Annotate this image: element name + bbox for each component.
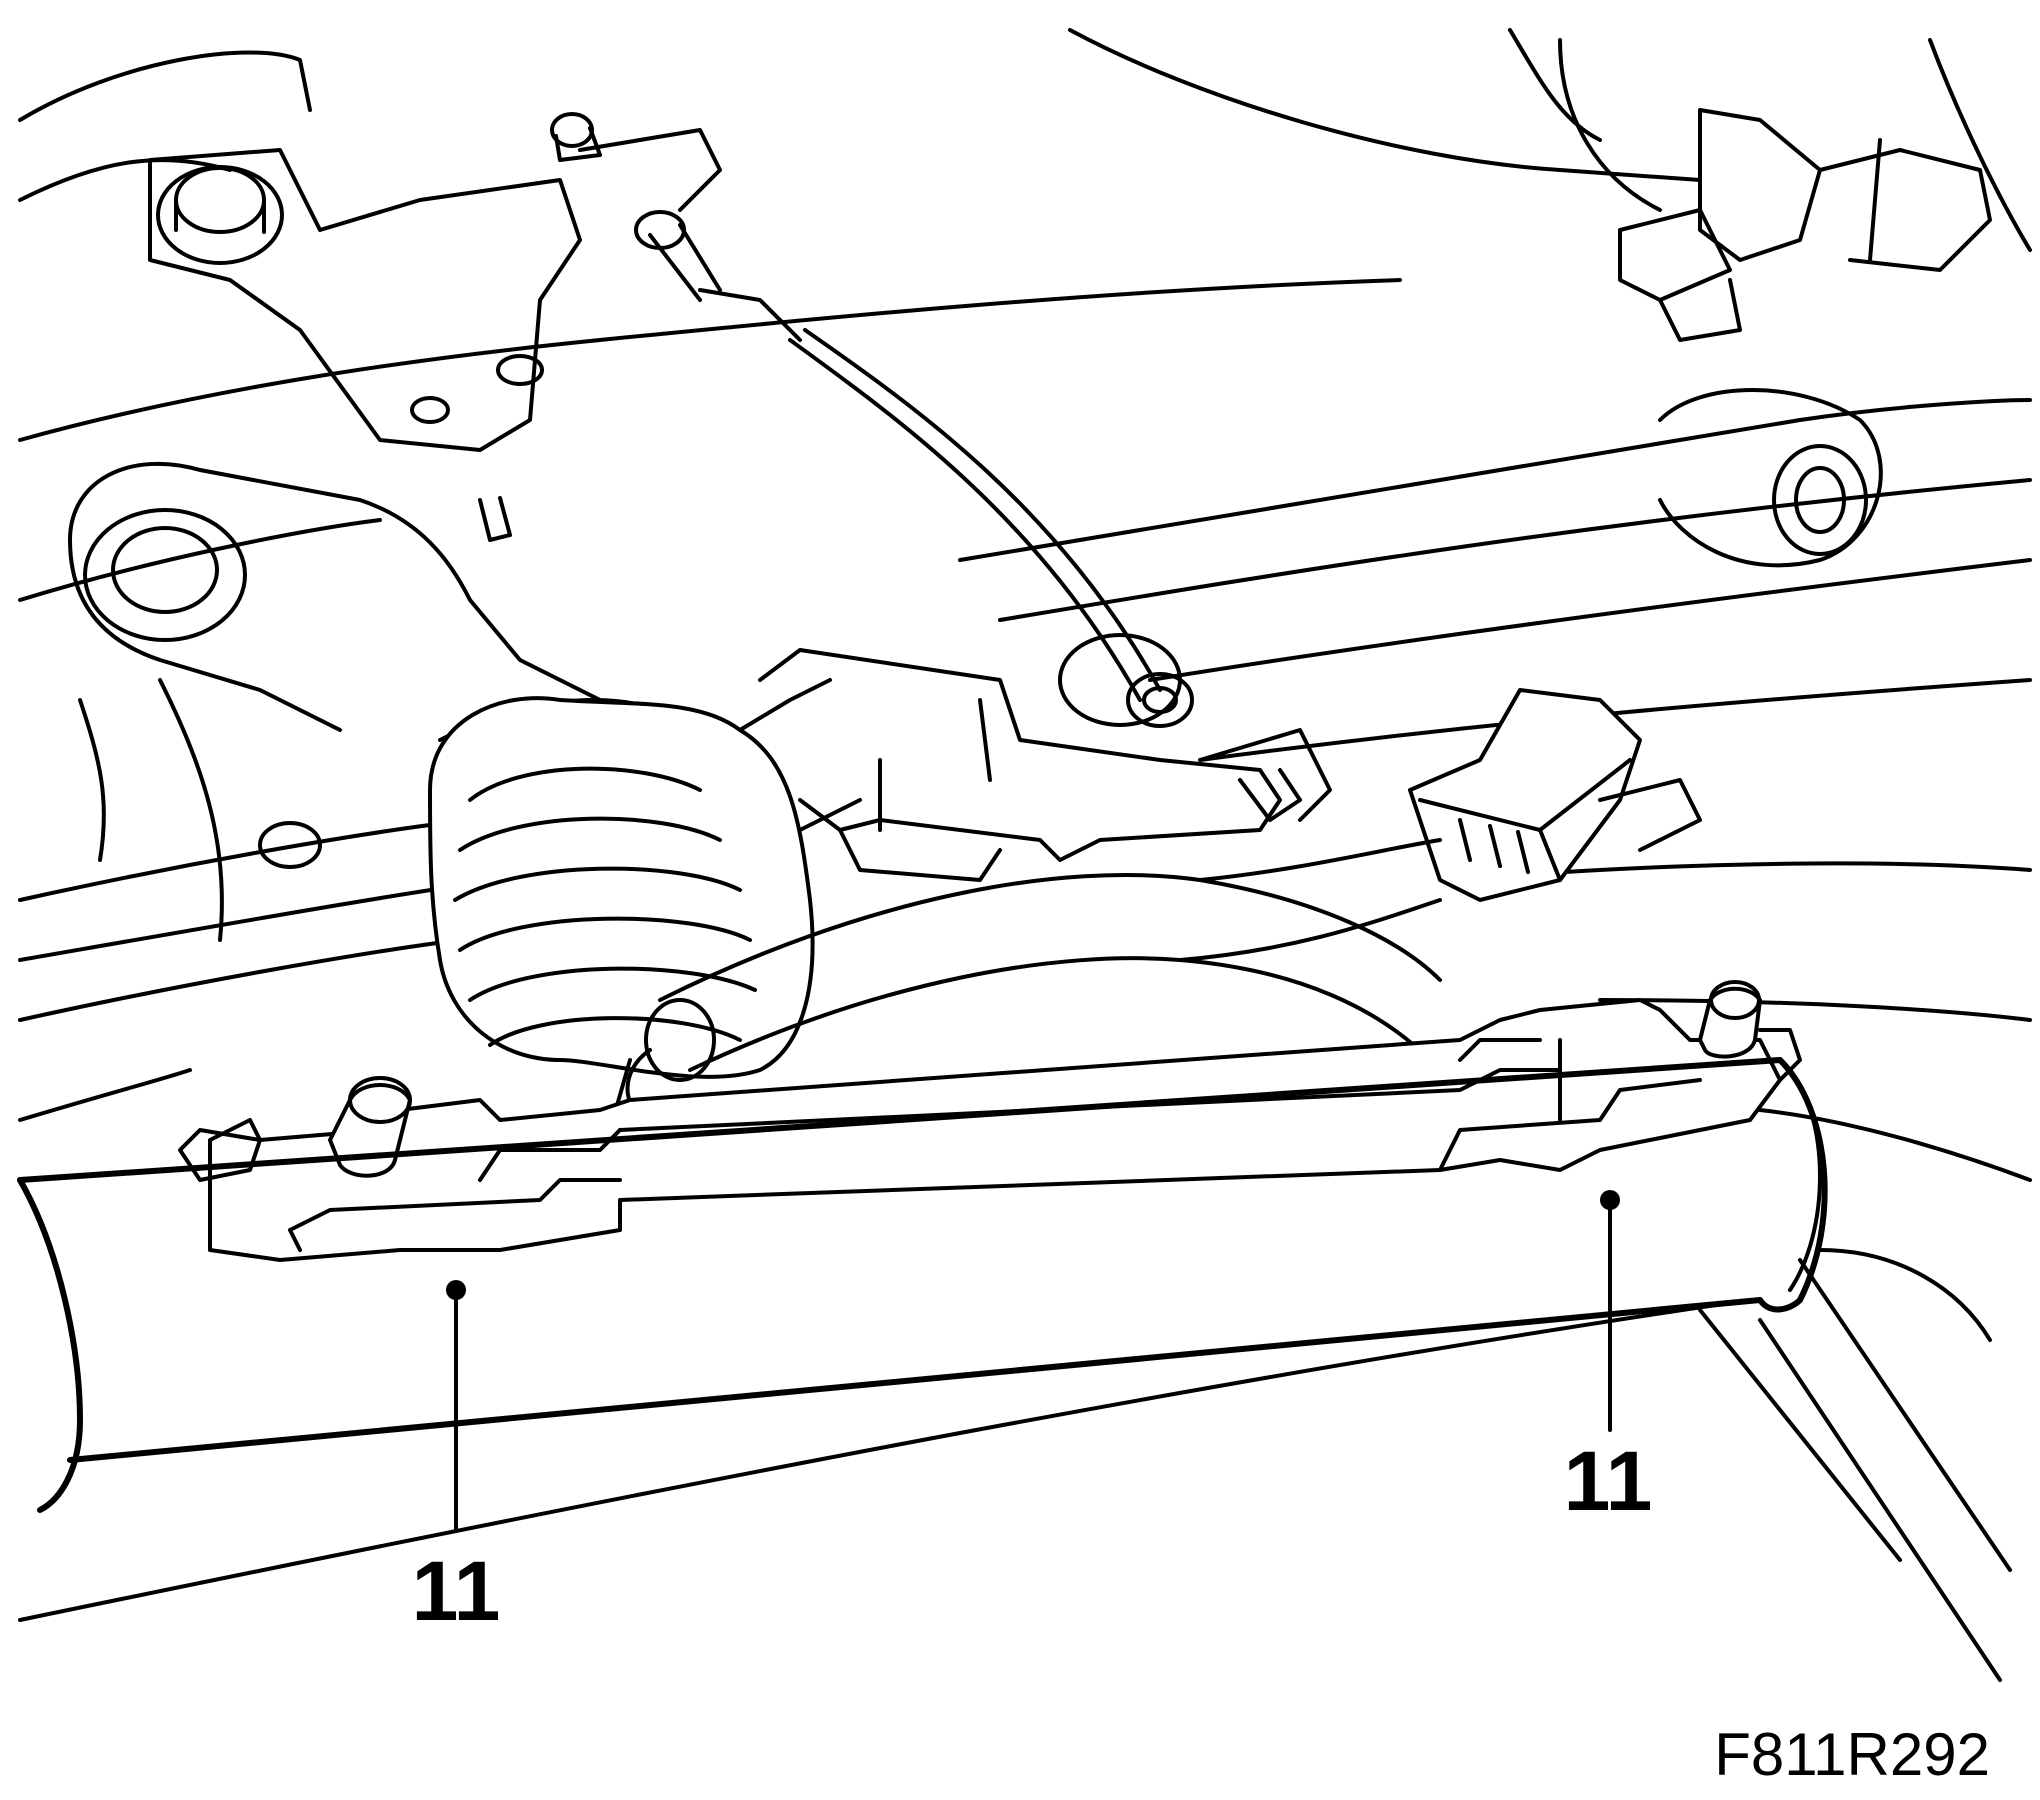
axle-tube — [17, 1057, 1828, 1513]
background-structure — [18, 28, 2032, 1682]
callout-label-left: 11 — [412, 1544, 501, 1638]
wire-loom — [608, 838, 1442, 1142]
level-sensor-body — [758, 633, 1332, 882]
electrical-connector — [1408, 688, 1702, 902]
sensor-link-rod — [550, 112, 1194, 728]
rubber-bellows — [428, 678, 862, 1079]
wire-clip-bracket — [1558, 38, 1992, 568]
figure-code: F811R292 — [1714, 1721, 1990, 1788]
callout-leaders — [446, 1190, 1620, 1532]
callout-label-right: 11 — [1564, 1434, 1653, 1528]
mounting-plate — [208, 998, 1782, 1262]
upper-bracket — [148, 148, 582, 452]
